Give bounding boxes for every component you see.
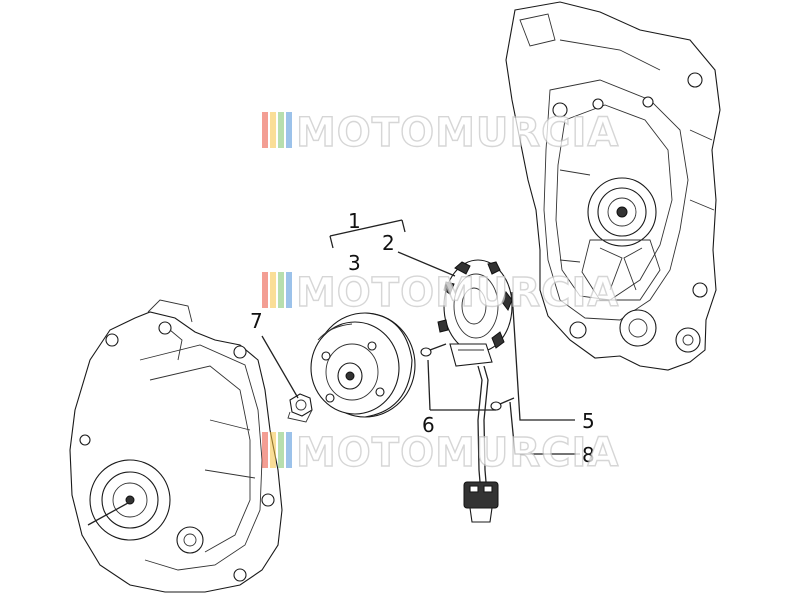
watermark-stripe	[262, 432, 268, 468]
callout-1: 1	[348, 209, 361, 233]
flange-nut	[287, 393, 313, 423]
callout-6: 6	[422, 413, 435, 437]
pickup-screw	[490, 397, 515, 411]
watermark-stripe	[278, 432, 284, 468]
callout-labels: 1 2 3 7 6 5 8	[250, 209, 595, 467]
watermark-middle: MOTOMURCIA	[262, 269, 619, 317]
engine-crankcase	[505, 1, 721, 371]
flywheel-cover	[69, 299, 283, 593]
watermark-stripe	[270, 272, 276, 308]
watermark-text: MOTOMURCIA	[296, 430, 619, 476]
watermark-stripe	[270, 112, 276, 148]
stator-screw	[420, 343, 447, 357]
watermark-bottom: MOTOMURCIA	[262, 429, 619, 477]
wiring-connector	[463, 481, 499, 523]
watermark-stripe	[286, 432, 292, 468]
stator-coil	[437, 259, 513, 367]
watermark-stripe	[286, 112, 292, 148]
watermark-text: MOTOMURCIA	[296, 270, 619, 316]
watermark-stripe	[270, 432, 276, 468]
wiring-harness	[477, 365, 489, 483]
watermark-stripe	[286, 272, 292, 308]
watermark-stripe	[262, 272, 268, 308]
flywheel-rotor	[310, 312, 416, 418]
callout-3: 3	[348, 251, 361, 275]
watermark-stripe	[278, 272, 284, 308]
watermark-text: MOTOMURCIA	[296, 110, 619, 156]
watermark-stripe	[262, 112, 268, 148]
callout-7: 7	[250, 309, 263, 333]
callout-5: 5	[582, 409, 595, 433]
callout-8: 8	[582, 443, 595, 467]
callout-2: 2	[382, 231, 395, 255]
watermark-stripe	[278, 112, 284, 148]
watermark-top: MOTOMURCIA	[262, 109, 619, 157]
leader-lines	[261, 219, 580, 455]
